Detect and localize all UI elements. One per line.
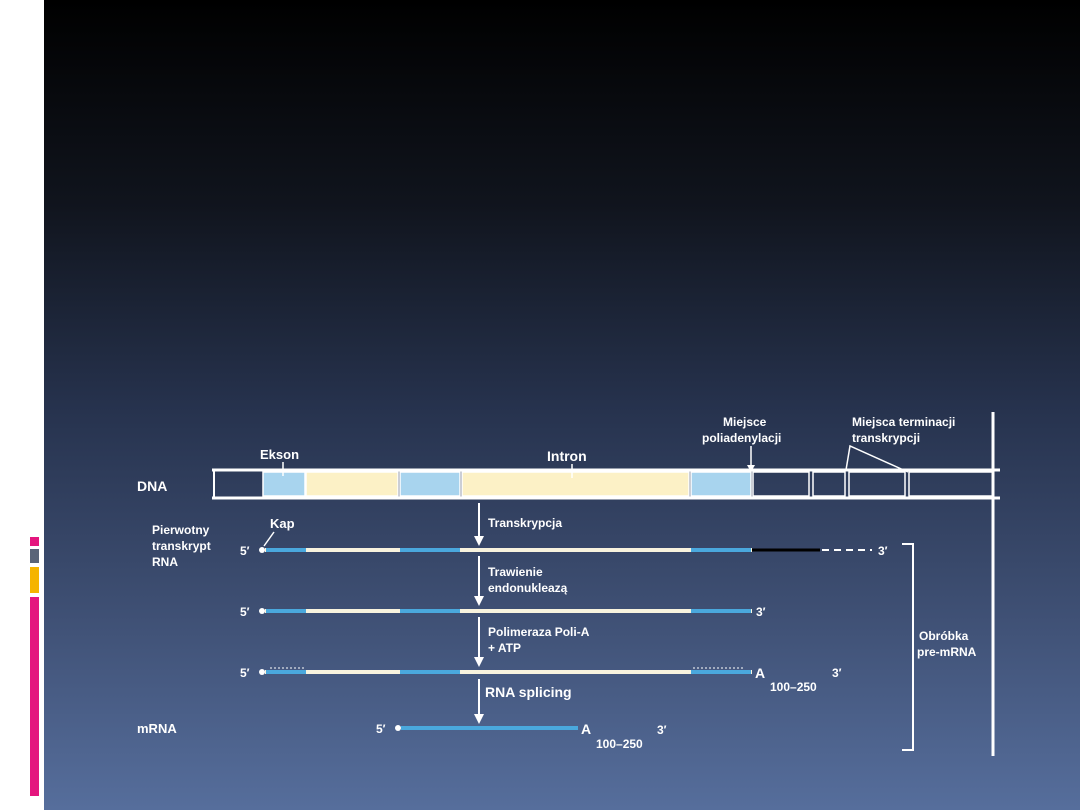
cleaved-three-prime: 3′ bbox=[756, 605, 766, 619]
accent-block-yellow bbox=[30, 567, 39, 593]
processing-label-line1: Obróbka bbox=[919, 629, 969, 643]
mature-mrna: 5′ A 100–250 3′ bbox=[376, 721, 667, 751]
primary-transcript-label-line1: Pierwotny bbox=[152, 523, 210, 537]
dna-strand bbox=[212, 468, 1000, 500]
intron-box-1 bbox=[305, 471, 399, 497]
polyadenylated-a: A bbox=[755, 665, 765, 681]
step-arrow-4 bbox=[474, 679, 484, 724]
cleaved-five-prime: 5′ bbox=[240, 605, 250, 619]
termination-sites-label-line1: Miejsca terminacji bbox=[852, 415, 955, 429]
accent-block-pink-small bbox=[30, 537, 39, 546]
primary-three-prime: 3′ bbox=[878, 544, 888, 558]
termination-sites-label-line2: transkrypcji bbox=[852, 431, 920, 445]
cleaved-transcript-rna: 5′ 3′ bbox=[240, 605, 766, 619]
mrna-three-prime: 3′ bbox=[657, 723, 667, 737]
polyadenylated-three-prime: 3′ bbox=[832, 666, 842, 680]
polyadenylated-a-range: 100–250 bbox=[770, 680, 817, 694]
polyadenylated-transcript-rna: 5′ A 100–250 3′ bbox=[240, 665, 842, 694]
intron-label: Intron bbox=[547, 448, 587, 464]
polyadenylation-site-label-line1: Miejsce bbox=[723, 415, 767, 429]
dna-label: DNA bbox=[137, 478, 167, 494]
polyadenylated-five-prime: 5′ bbox=[240, 666, 250, 680]
accent-block-gray bbox=[30, 549, 39, 563]
polyadenylation-site-label-line2: poliadenylacji bbox=[702, 431, 781, 445]
exon-box-1 bbox=[262, 471, 306, 497]
exon-label: Ekson bbox=[260, 447, 299, 462]
step-rna-splicing-label: RNA splicing bbox=[485, 684, 572, 700]
processing-label-line2: pre-mRNA bbox=[917, 645, 977, 659]
mrna-five-prime: 5′ bbox=[376, 722, 386, 736]
processing-bracket bbox=[902, 543, 914, 751]
exon-box-2 bbox=[399, 471, 461, 497]
step-arrow-1 bbox=[474, 503, 484, 546]
primary-transcript-label-line3: RNA bbox=[152, 555, 178, 569]
intron-box-2 bbox=[461, 471, 690, 497]
cap-label: Kap bbox=[270, 516, 295, 531]
mrna-a-range: 100–250 bbox=[596, 737, 643, 751]
step-polya-polymerase-label-line2: + ATP bbox=[488, 641, 521, 655]
primary-five-prime: 5′ bbox=[240, 544, 250, 558]
primary-transcript-label-line2: transkrypt bbox=[152, 539, 211, 553]
step-transcription-label: Transkrypcja bbox=[488, 516, 562, 530]
step-polya-polymerase-label-line1: Polimeraza Poli-A bbox=[488, 625, 590, 639]
stripes-decoration-icon bbox=[22, 78, 40, 122]
step-arrow-3 bbox=[474, 617, 484, 667]
slide-background bbox=[44, 0, 1080, 810]
primary-transcript-rna: 5′ 3′ bbox=[240, 544, 888, 558]
step-arrow-2 bbox=[474, 556, 484, 606]
step-endonuclease-label-line2: endonukleazą bbox=[488, 581, 568, 595]
mrna-label: mRNA bbox=[137, 721, 177, 736]
mrna-a: A bbox=[581, 721, 591, 737]
accent-block-pink-tall bbox=[30, 597, 39, 796]
exon-box-3 bbox=[690, 471, 752, 497]
step-endonuclease-label-line1: Trawienie bbox=[488, 565, 543, 579]
